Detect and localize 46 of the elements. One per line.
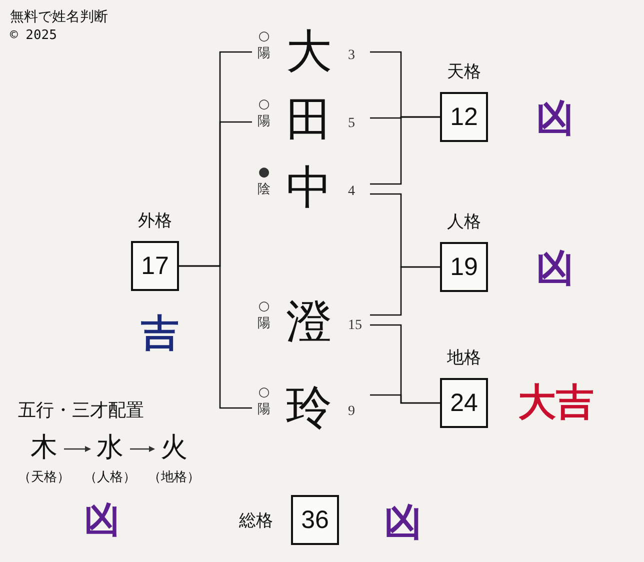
bracket-line (179, 265, 252, 409)
fortune-glyph: 凶 (383, 498, 423, 546)
fortune-glyph: 凶 (535, 244, 575, 292)
arrow (64, 446, 91, 452)
arrow (130, 446, 155, 452)
stroke-count: 4 (348, 184, 355, 200)
node-label: （地格） (147, 469, 201, 486)
site-title: 無料で姓名判断 (10, 8, 108, 26)
yin-yang-mark: ○ 陽 (256, 298, 272, 332)
name-character: 大 (286, 24, 332, 78)
name-character: 玲 (286, 380, 332, 434)
node-label: （人格） (83, 469, 137, 486)
name-character: 中 (286, 160, 332, 214)
fortune-glyph: 吉 (140, 309, 180, 357)
number-box: 24 (440, 378, 488, 428)
bracket-line (370, 266, 440, 316)
element-character: 火 (160, 431, 188, 465)
number-box: 17 (131, 241, 179, 291)
element-character: 水 (96, 431, 124, 465)
node-label: （天格） (17, 469, 71, 486)
bracket-line (370, 394, 440, 404)
heading: 人格 (446, 211, 482, 233)
name-character: 澄 (286, 294, 332, 348)
number-box: 12 (440, 92, 488, 142)
yin-yang-mark: ○ 陽 (256, 28, 272, 62)
heading: 総格 (239, 510, 273, 532)
fortune-glyph: 凶 (535, 94, 575, 142)
stroke-count: 3 (348, 48, 355, 64)
yin-yang-mark: ○ 陽 (256, 96, 272, 130)
yin-yang-mark: ● 陰 (256, 164, 272, 198)
number-box: 19 (440, 242, 488, 292)
fortune-glyph: 凶 (83, 498, 121, 543)
yin-yang-mark: ○ 陽 (256, 384, 272, 418)
heading: 地格 (446, 347, 482, 369)
heading: 天格 (446, 61, 482, 83)
name-character: 田 (286, 92, 332, 146)
element-character: 木 (30, 431, 58, 465)
bracket-line (370, 116, 440, 185)
stroke-count: 9 (348, 404, 355, 420)
heading: 外格 (137, 210, 173, 232)
stroke-count: 15 (348, 318, 362, 334)
stroke-count: 5 (348, 116, 355, 132)
fortune-glyph: 大吉 (517, 378, 595, 426)
number-box: 36 (291, 495, 339, 545)
copyright-text: © 2025 (10, 28, 57, 43)
section-title: 五行・三才配置 (18, 399, 144, 422)
